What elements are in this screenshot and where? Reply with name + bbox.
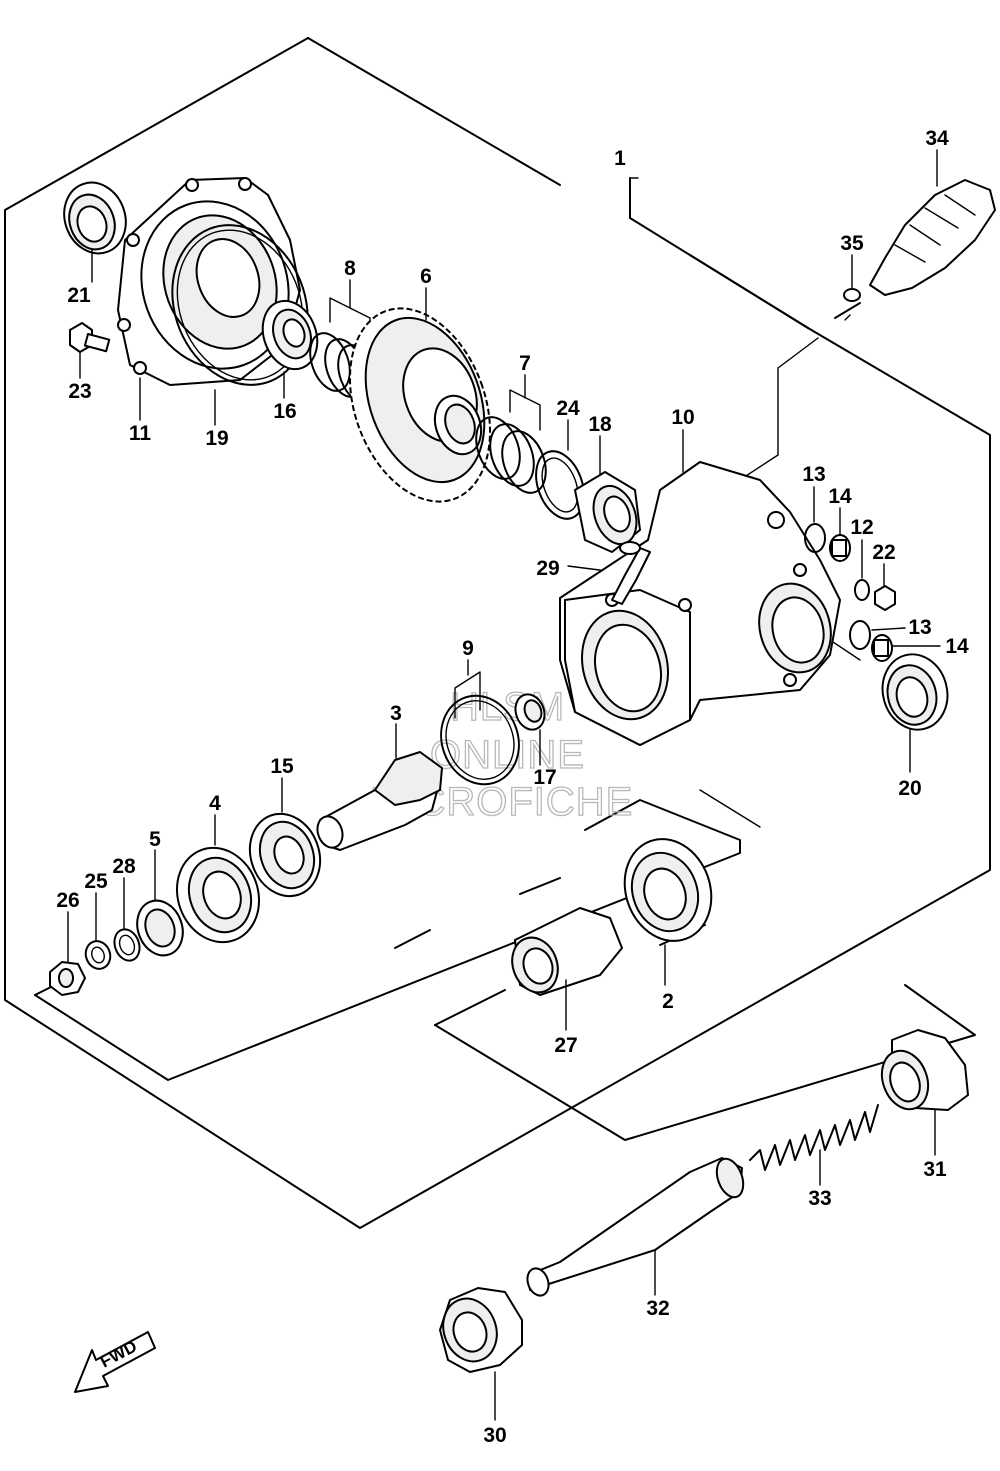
callout-9: 9	[462, 637, 474, 660]
part-5-spacer	[136, 849, 184, 957]
callout-30: 30	[483, 1424, 506, 1447]
callout-12: 12	[850, 516, 873, 539]
part-19-o-ring	[171, 224, 309, 426]
callout-23: 23	[68, 380, 91, 403]
part-24-washer	[535, 419, 585, 520]
callout-33: 33	[808, 1187, 831, 1210]
part-31-cup	[880, 1029, 969, 1156]
callout-21: 21	[67, 284, 91, 307]
part-21-oil-seal	[63, 181, 127, 283]
part-15-bearing	[248, 777, 322, 898]
callout-14-top: 14	[828, 485, 852, 508]
part-14-plug-top	[829, 507, 851, 562]
part-33-spring	[749, 1104, 879, 1186]
part-25-washer	[84, 892, 112, 970]
callout-5: 5	[149, 828, 161, 851]
part-2-oil-seal	[623, 838, 713, 986]
callout-31: 31	[923, 1158, 947, 1181]
part-32-shaft	[526, 1157, 745, 1297]
callout-28: 28	[112, 855, 136, 878]
part-16-bearing	[261, 299, 319, 399]
callout-8: 8	[344, 257, 356, 280]
callout-11: 11	[129, 422, 152, 445]
part-28-washer	[113, 877, 141, 962]
sub-assembly-frame	[34, 799, 976, 1141]
part-22-bolt	[874, 563, 896, 611]
callout-6: 6	[420, 265, 432, 288]
part-30-damper	[439, 1287, 523, 1421]
callout-25: 25	[84, 870, 108, 893]
callout-labels: 1 2 3 4 5 6 7 8 9 10 11 12 13 13 14 14 1…	[56, 127, 969, 1447]
callout-17: 17	[533, 766, 556, 789]
part-18-bearing	[574, 435, 641, 553]
watermark-line1: HLSM	[450, 685, 565, 729]
part-26-nut	[49, 911, 86, 996]
callout-35: 35	[840, 232, 864, 255]
part-3-drive-pinion	[316, 723, 443, 851]
callout-20: 20	[898, 777, 921, 800]
part-12-washer	[854, 539, 870, 601]
part-20-oil-seal	[881, 653, 949, 773]
callout-26: 26	[56, 889, 79, 912]
callout-3: 3	[390, 702, 402, 725]
callout-22: 22	[872, 541, 895, 564]
callout-16: 16	[273, 400, 296, 423]
callout-1: 1	[614, 147, 626, 170]
part-6-ring-gear	[348, 287, 492, 503]
callout-10: 10	[671, 406, 694, 429]
callout-4: 4	[209, 792, 221, 815]
callout-24: 24	[556, 397, 580, 420]
part-27-needle-bearing	[511, 907, 623, 1031]
fwd-arrow-icon: FWD	[74, 1331, 156, 1393]
callout-34: 34	[925, 127, 949, 150]
part-35-clamp	[843, 254, 861, 302]
callout-14-bottom: 14	[945, 635, 969, 658]
part-29-breather	[611, 541, 651, 605]
part-14-plug-bottom	[871, 634, 941, 662]
callout-29: 29	[536, 557, 559, 580]
callout-15: 15	[270, 755, 294, 778]
part-17-spacer	[514, 693, 546, 766]
part-13-washer-bottom	[849, 620, 906, 650]
callout-18: 18	[588, 413, 612, 436]
part-23-bolt	[69, 322, 111, 379]
part-13-washer-top	[804, 486, 826, 553]
part-11-housing-cover	[117, 177, 301, 421]
watermark-line2: ONLINE	[430, 733, 585, 777]
part-4-bearing	[175, 814, 261, 944]
part-10-differential-case	[559, 429, 841, 746]
callout-19: 19	[205, 427, 228, 450]
callout-13-top: 13	[802, 463, 825, 486]
callout-13-bottom: 13	[908, 616, 931, 639]
part-9-shim	[440, 659, 520, 786]
callout-2: 2	[662, 990, 674, 1013]
callout-27: 27	[554, 1034, 577, 1057]
assembly-frame	[4, 37, 991, 1229]
part-34-boot	[869, 149, 996, 296]
callout-32: 32	[646, 1297, 669, 1320]
callout-7: 7	[519, 352, 531, 375]
